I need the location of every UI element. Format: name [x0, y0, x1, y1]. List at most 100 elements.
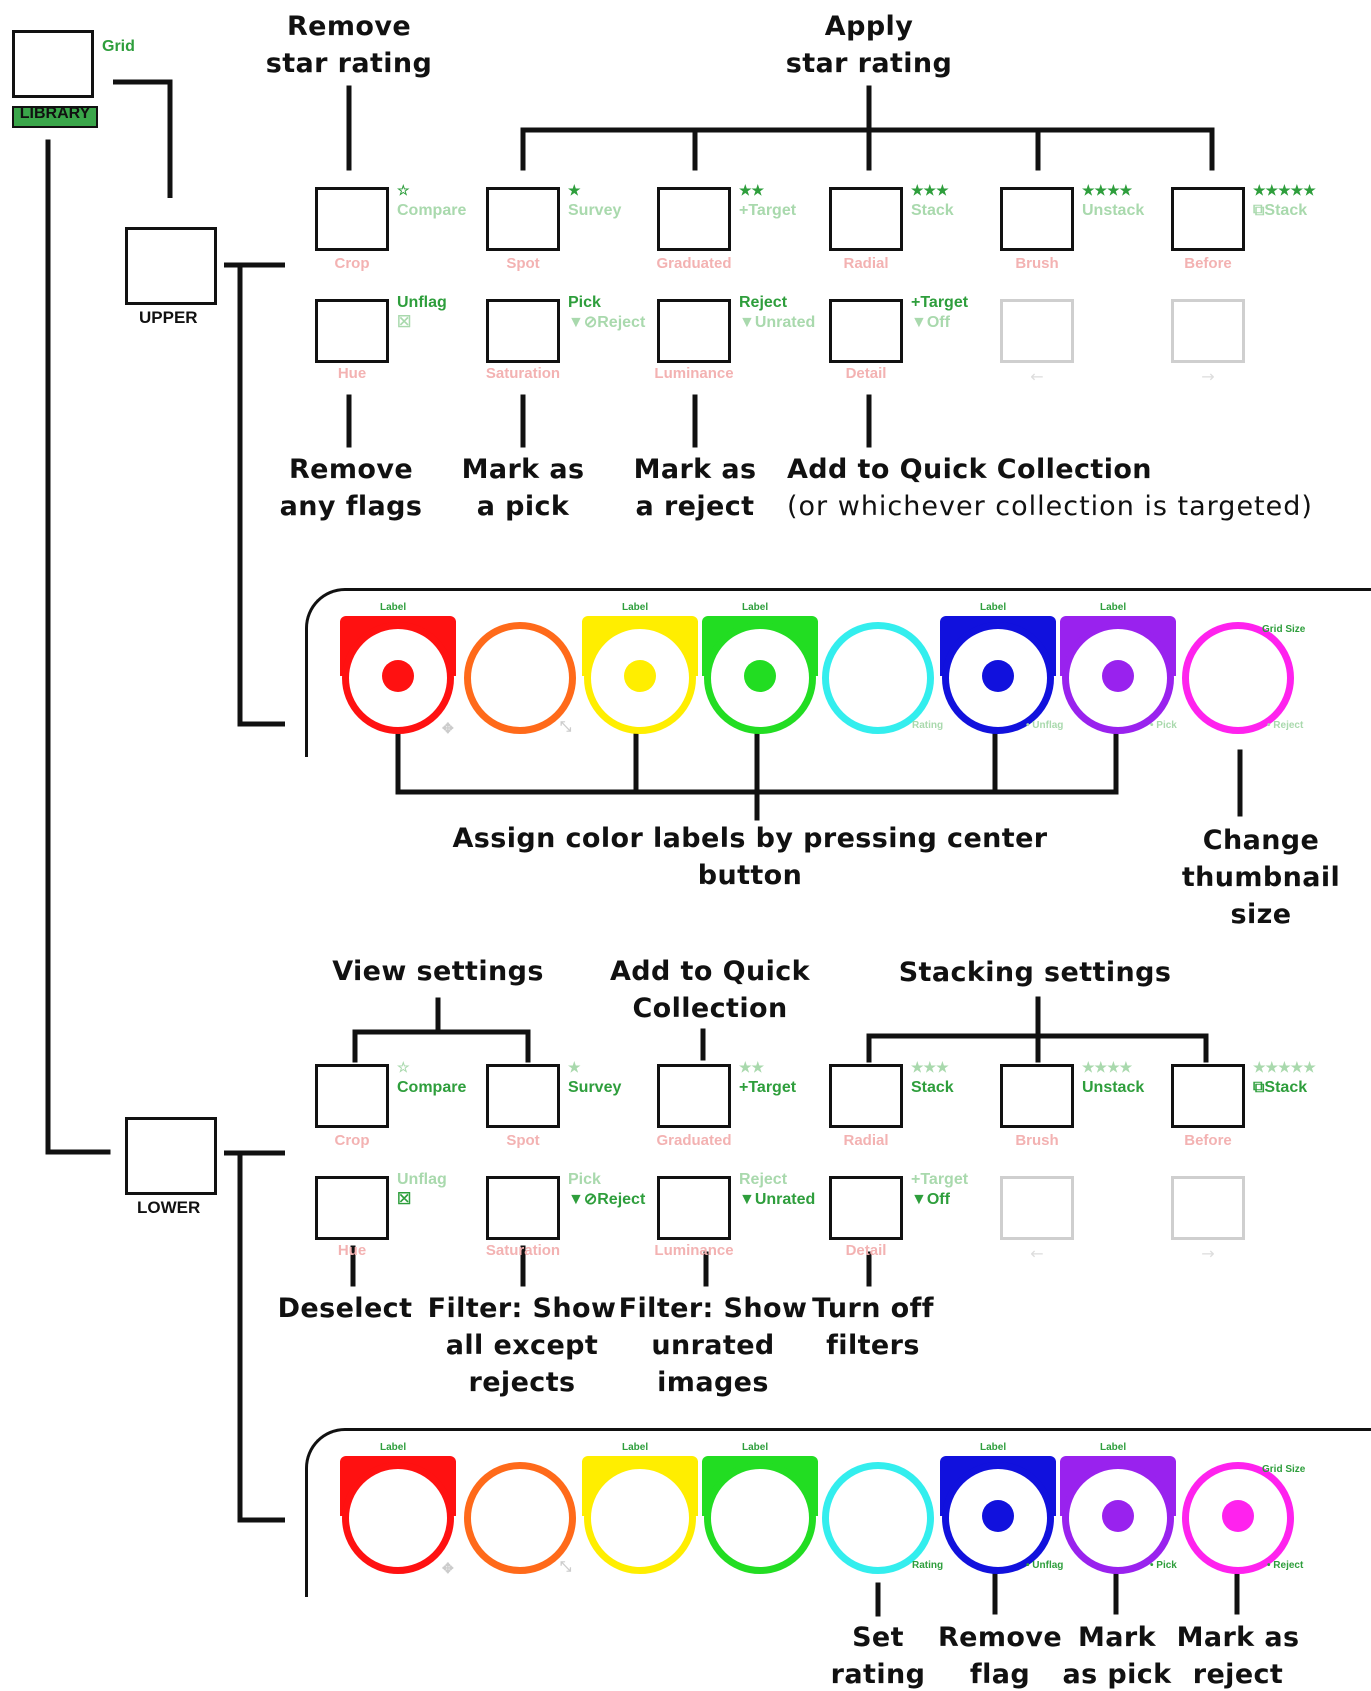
lower-key-r1-bottom-5: Before — [1184, 1132, 1232, 1149]
upper-mode-label: UPPER — [139, 308, 198, 327]
upper-key-r1-word-0: Compare — [397, 202, 467, 219]
upper-knob-label-6: Label — [1100, 602, 1127, 613]
lower-knob-0 — [342, 1462, 454, 1574]
upper-key-r2-5 — [1171, 299, 1245, 363]
upper-key-r2-0 — [315, 299, 389, 363]
lower-move-icon: ✥ — [442, 1560, 454, 1576]
lower-key-r2-top-0: Unflag — [397, 1171, 447, 1188]
lower-mode-label: LOWER — [137, 1198, 201, 1217]
upper-knob-1 — [464, 622, 576, 734]
upper-pick-label: • Pick — [1150, 720, 1177, 731]
upper-key-r1-bottom-0: Crop — [334, 255, 370, 272]
grid-label: Grid — [102, 38, 135, 55]
lower-knob-label-3: Label — [742, 1442, 769, 1453]
lower-bracket — [237, 1150, 285, 1523]
upper-key-r2-bottom-1: Saturation — [485, 365, 561, 382]
lower-grid-size-label: Grid Size — [1262, 1464, 1306, 1475]
lower-knob-3 — [704, 1462, 816, 1574]
lower-key-r1-stars-1: ★ — [568, 1059, 581, 1075]
upper-key-r1-2 — [657, 187, 731, 251]
lower-key-r1-2 — [657, 1064, 731, 1128]
lower-knob-dot-7 — [1222, 1500, 1254, 1532]
lower-knob-label-0: Label — [380, 1442, 407, 1453]
upper-knob-dot-0 — [382, 660, 414, 692]
lower-key-r1-stars-4: ★★★★ — [1082, 1059, 1133, 1075]
upper-key-r1-word-5: ⧉Stack — [1253, 202, 1308, 219]
lower-knob-label-5: Label — [980, 1442, 1007, 1453]
upper-key-r1-word-2: +Target — [739, 202, 797, 219]
lower-mode-box — [125, 1117, 217, 1195]
upper-key-r2-2 — [657, 299, 731, 363]
lower-key-r1-stars-3: ★★★ — [911, 1059, 949, 1075]
upper-key-r1-5 — [1171, 187, 1245, 251]
lower-arrow-left-icon: ← — [1030, 1244, 1044, 1263]
lower-key-r1-word-4: Unstack — [1082, 1079, 1145, 1096]
lower-reject-label: • Reject — [1267, 1560, 1304, 1571]
lower-key-r2-3 — [829, 1176, 903, 1240]
mark-as-reject-caption: Mark as reject — [1176, 1622, 1300, 1690]
assign-color-caption: Assign color labels by pressing center b… — [452, 823, 1048, 891]
lower-knob-dot-5 — [982, 1500, 1014, 1532]
lower-key-r1-1 — [486, 1064, 560, 1128]
lower-key-r1-bottom-0: Crop — [334, 1132, 370, 1149]
upper-key-r2-top-2: Reject — [739, 294, 788, 311]
upper-knob-label-2: Label — [622, 602, 649, 613]
upper-knob-label-0: Label — [380, 602, 407, 613]
upper-key-r1-bottom-3: Radial — [843, 255, 889, 272]
upper-key-r1-stars-4: ★★★★ — [1082, 182, 1133, 198]
lower-key-r2-2 — [657, 1176, 731, 1240]
upper-key-r2-4 — [1000, 299, 1074, 363]
upper-unflag-label: • Unflag — [1026, 720, 1064, 731]
lower-key-r1-word-3: Stack — [911, 1079, 954, 1096]
library-label: LIBRARY — [19, 105, 91, 122]
lower-key-r2-bottom-1: Saturation — [485, 1242, 561, 1259]
upper-knob-dot-3 — [744, 660, 776, 692]
lower-key-r2-1 — [486, 1176, 560, 1240]
upper-key-r2-top-1: Pick — [568, 294, 601, 311]
upper-key-r2-sub-0: ☒ — [397, 314, 412, 331]
lower-key-r1-3 — [829, 1064, 903, 1128]
filter-except-caption: Filter: Show all except rejects — [427, 1293, 617, 1398]
upper-key-r2-bottom-0: Hue — [337, 365, 367, 382]
lower-key-r2-5 — [1171, 1176, 1245, 1240]
upper-key-r1-stars-0: ☆ — [397, 182, 410, 198]
upper-move-icon: ✥ — [442, 720, 454, 736]
lower-key-r1-stars-2: ★★ — [739, 1059, 765, 1075]
lower-rating-label: Rating — [912, 1560, 944, 1571]
lower-knob-label-2: Label — [622, 1442, 649, 1453]
lower-key-r1-0 — [315, 1064, 389, 1128]
upper-knob-dot-6 — [1102, 660, 1134, 692]
apply-star-rating-caption: Apply star rating — [785, 11, 953, 79]
upper-key-r2-3 — [829, 299, 903, 363]
upper-key-r2-sub-2: ▼Unrated — [739, 314, 816, 331]
upper-fit-icon: ⤡ — [560, 718, 572, 734]
library-to-upper-line — [113, 79, 173, 198]
upper-key-r2-1 — [486, 299, 560, 363]
upper-key-r1-word-4: Unstack — [1082, 202, 1145, 219]
lower-arrow-right-icon: → — [1201, 1244, 1215, 1263]
upper-key-r2-sub-1: ▼⊘Reject — [568, 314, 646, 331]
upper-bracket — [237, 262, 285, 727]
upper-key-r1-stars-3: ★★★ — [911, 182, 949, 198]
remove-flag-caption: Remove flag — [937, 1622, 1063, 1690]
lower-knob-dot-6 — [1102, 1500, 1134, 1532]
upper-knob-panel — [305, 588, 1371, 757]
lower-key-r1-stars-5: ★★★★★ — [1253, 1059, 1316, 1075]
upper-key-r1-4 — [1000, 187, 1074, 251]
lower-key-r2-bottom-3: Detail — [845, 1242, 887, 1259]
stacking-settings-caption: Stacking settings — [898, 957, 1172, 988]
lower-key-r1-word-2: +Target — [739, 1079, 797, 1096]
upper-key-r1-bottom-2: Graduated — [656, 255, 732, 272]
lower-key-r1-bottom-2: Graduated — [656, 1132, 732, 1149]
upper-knob-label-5: Label — [980, 602, 1007, 613]
upper-knob-dot-2 — [624, 660, 656, 692]
lower-key-r1-bottom-4: Brush — [1015, 1132, 1059, 1149]
change-thumbnail-caption: Change thumbnail size — [1181, 825, 1341, 930]
add-quick-caption: Add to Quick Collection — [787, 454, 1152, 485]
lower-key-r2-top-3: +Target — [911, 1171, 969, 1188]
lower-key-r2-bottom-2: Luminance — [654, 1242, 734, 1259]
upper-key-r1-stars-1: ★ — [568, 182, 581, 198]
lower-key-r2-sub-3: ▼Off — [911, 1191, 950, 1208]
lower-knob-label-6: Label — [1100, 1442, 1127, 1453]
upper-arrow-right-icon: → — [1201, 367, 1215, 386]
